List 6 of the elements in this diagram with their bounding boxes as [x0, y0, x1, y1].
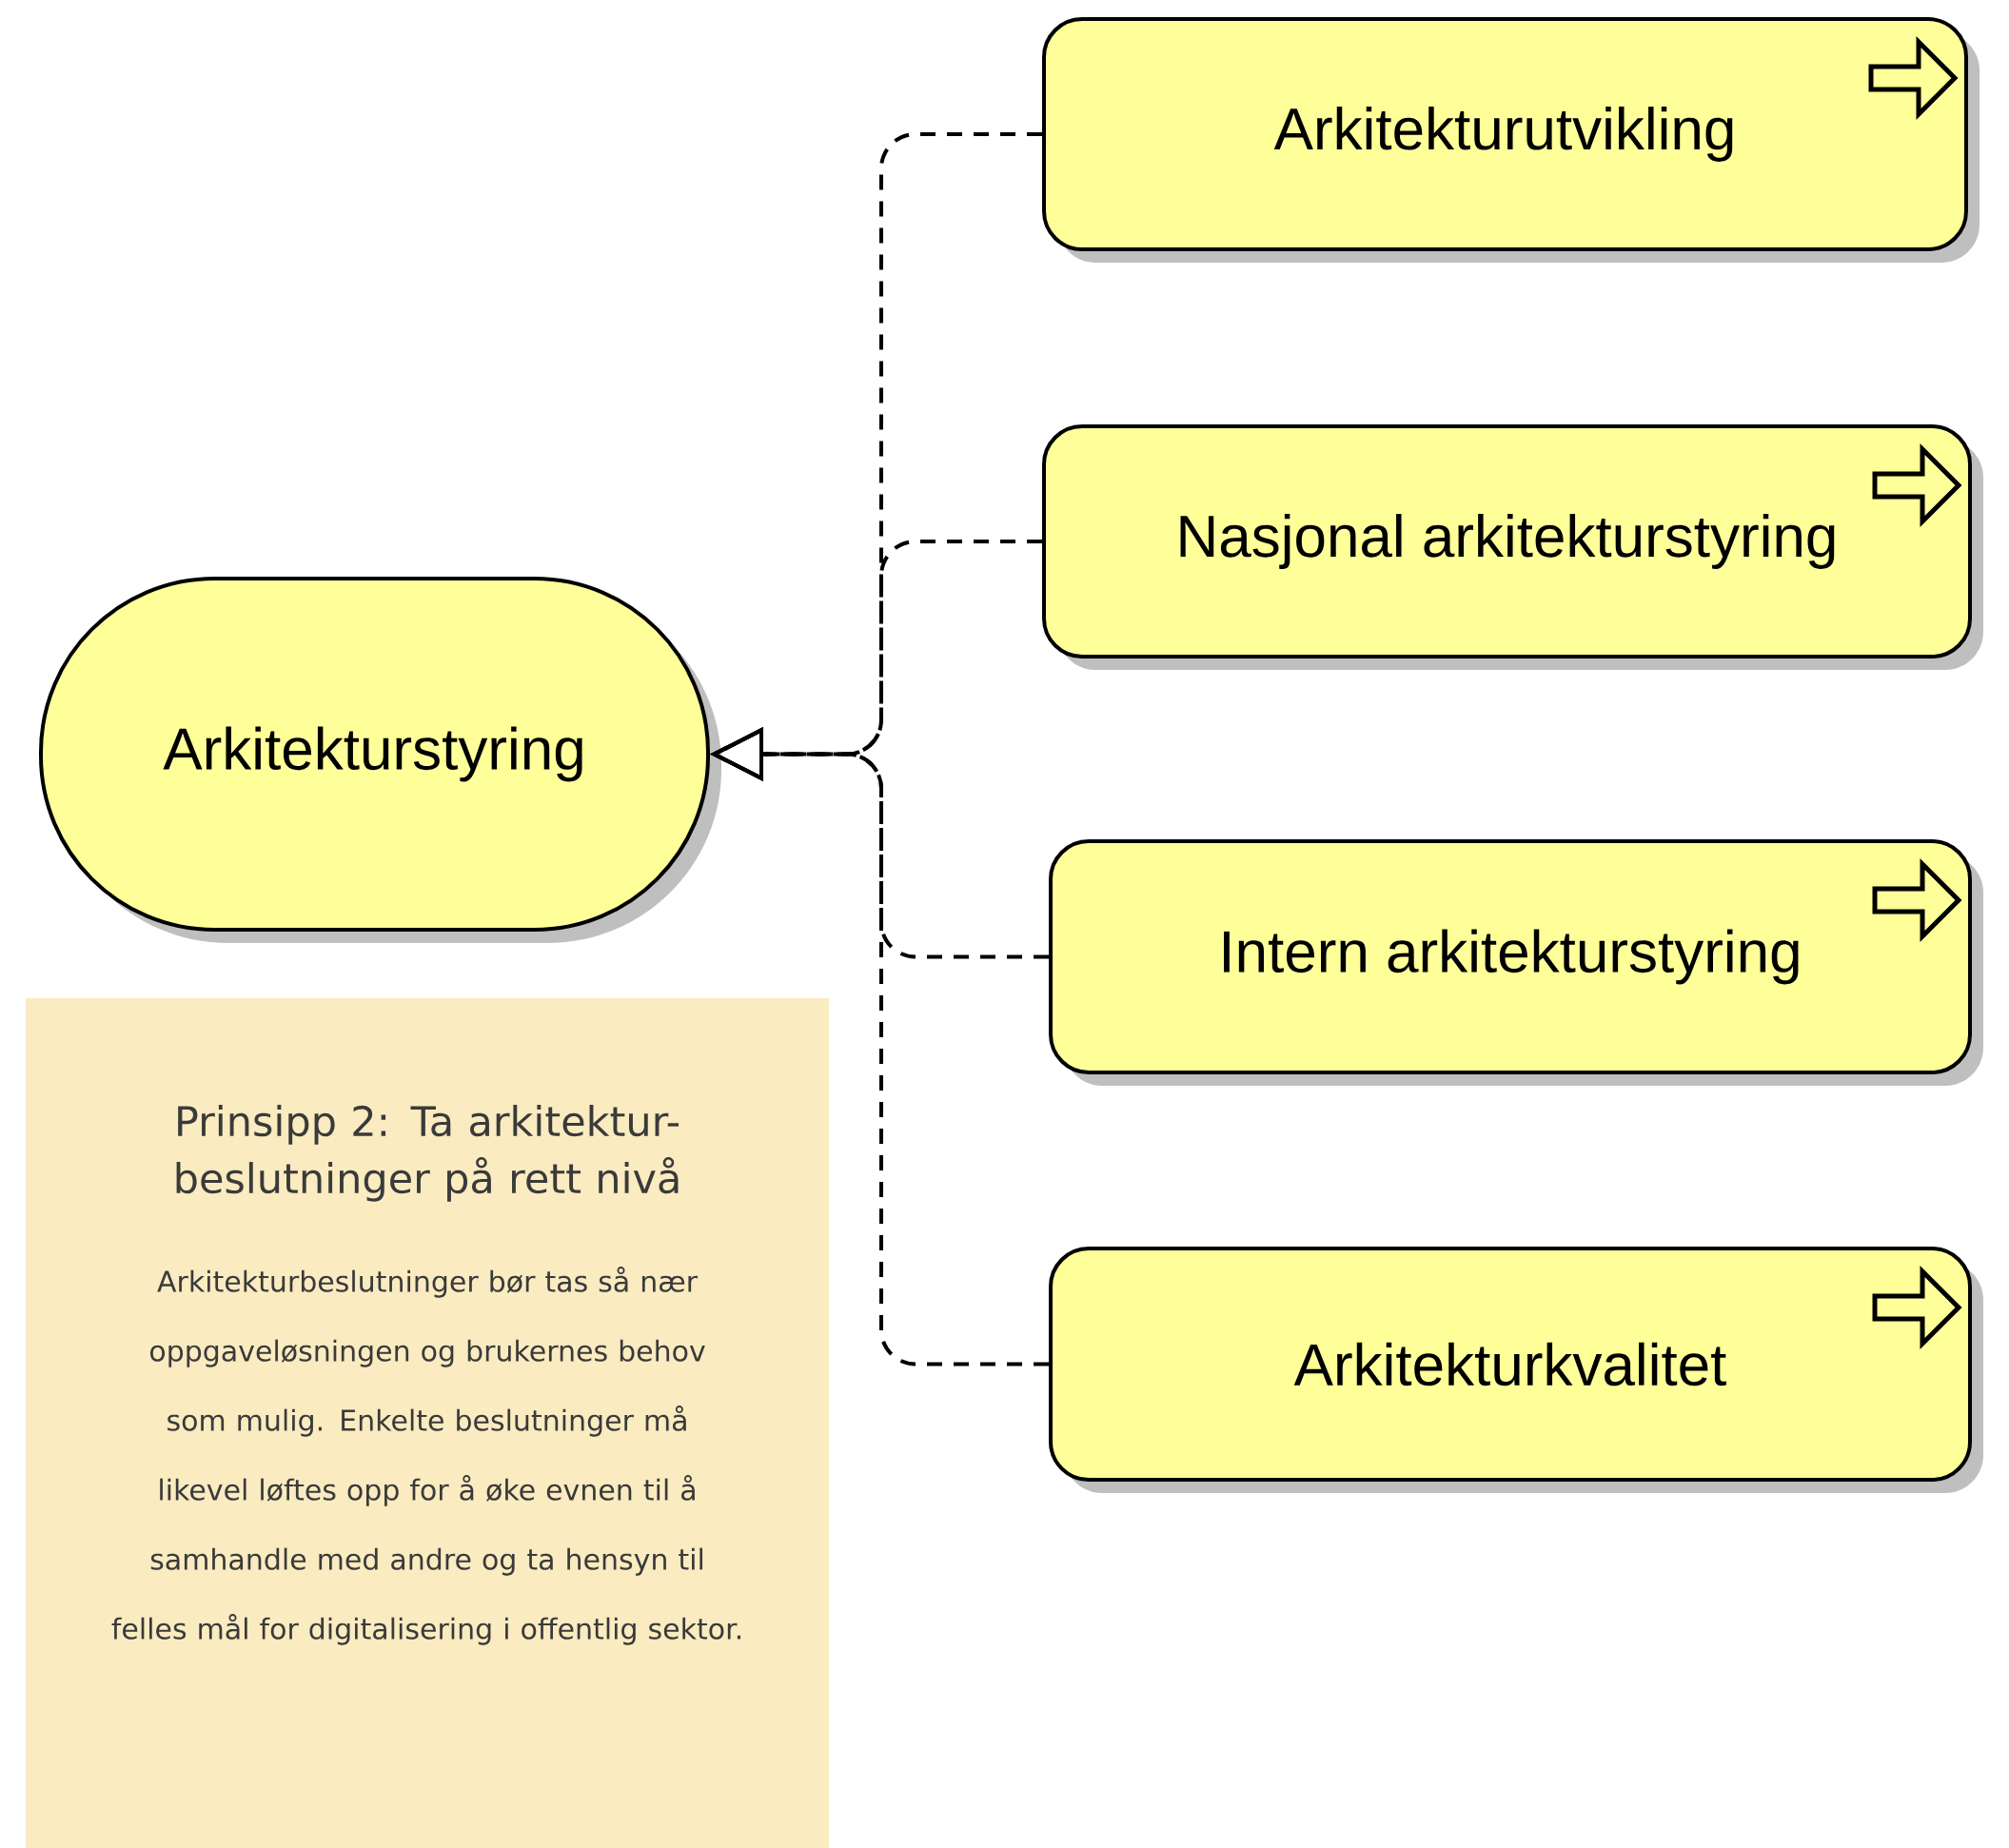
- process-box: Arkitekturkvalitet: [1049, 1247, 1983, 1493]
- process-box: Arkitekturutvikling: [1042, 17, 1979, 263]
- note-box: Prinsipp 2: Ta arkitektur-beslutninger på rett nivå Arkitekturbeslutninger bør tas så nær oppgaveløsningen og brukernes behov som mulig. Enkelte beslutninger må likevel løftes opp for å øke evnen til å samhandle med andre og ta hensyn til felles mål for digitalisering i offentlig sektor.: [26, 998, 829, 1848]
- process-box: Nasjonal arkitekturstyring: [1042, 424, 1983, 670]
- process-box: Intern arkitekturstyring: [1049, 839, 1983, 1086]
- event-box: Arkitekturstyring: [39, 577, 721, 943]
